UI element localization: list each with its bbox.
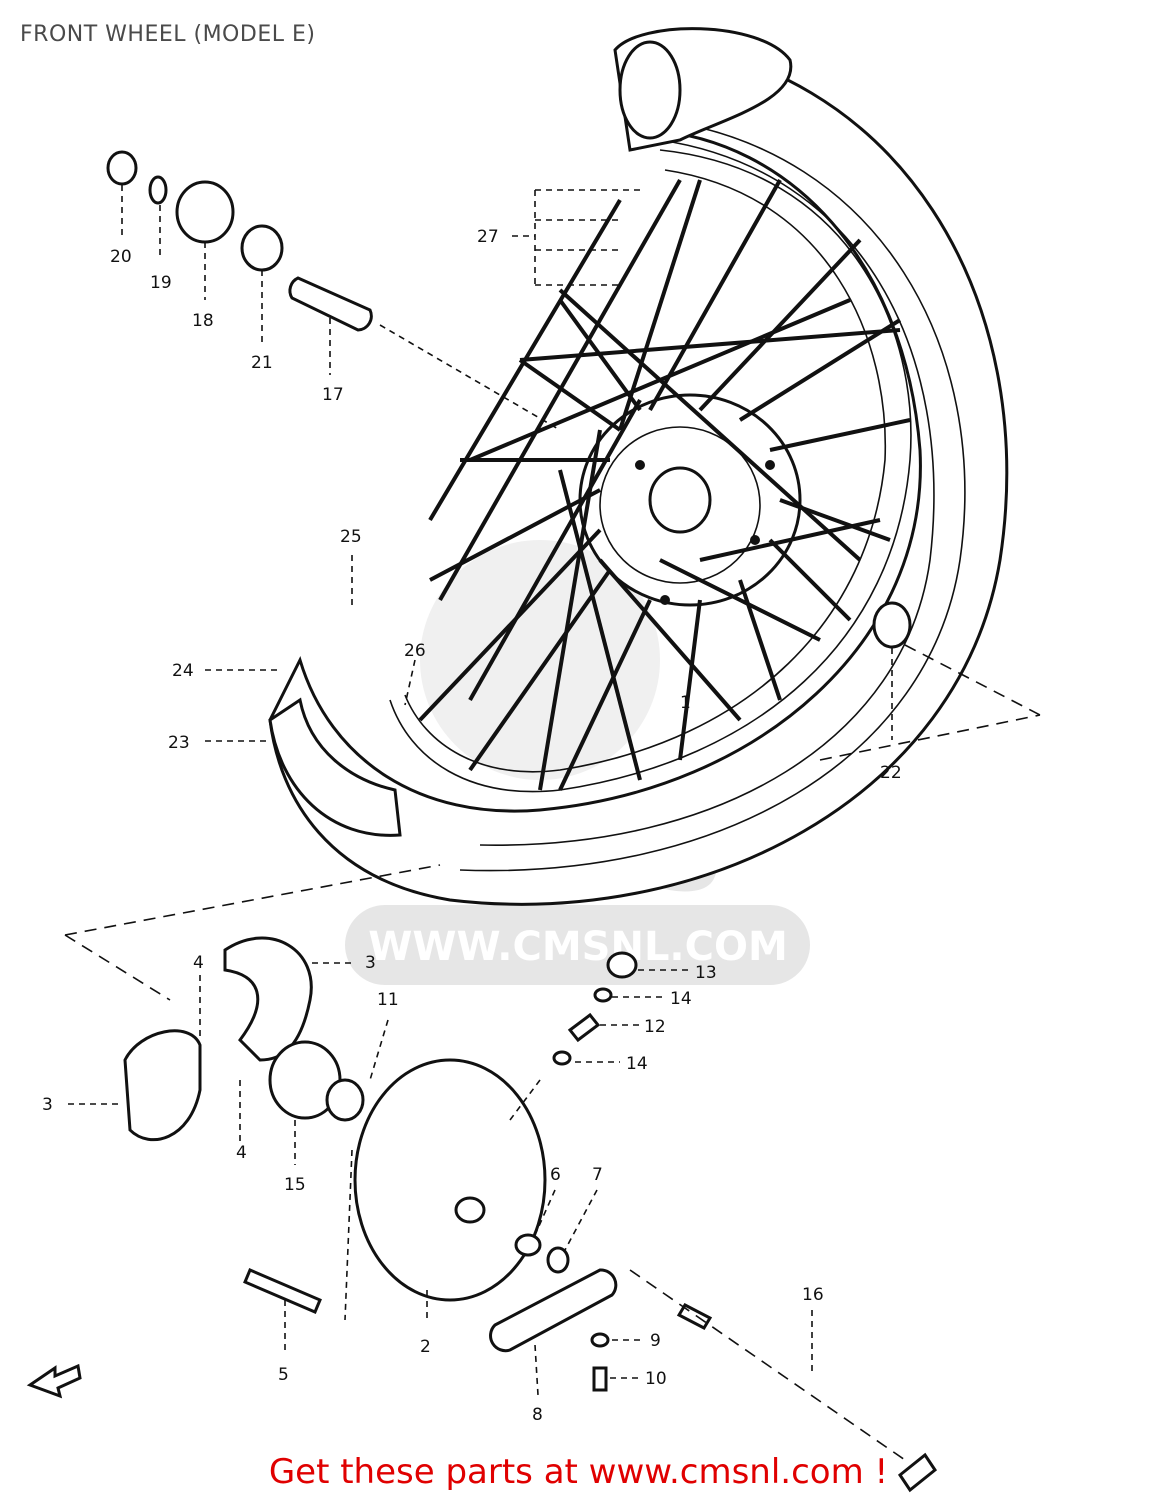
callout-4a: 4 (193, 953, 204, 973)
spacer-17 (288, 276, 373, 332)
callout-6: 6 (550, 1165, 561, 1185)
brake-panel-2 (353, 1058, 547, 1302)
bearing-22 (872, 601, 912, 649)
rim (389, 149, 912, 793)
callout-12: 12 (644, 1017, 666, 1037)
front-arrow-icon (26, 1363, 82, 1399)
leader-lines (64, 185, 1041, 1461)
callout-26: 26 (404, 641, 426, 661)
page-title: FRONT WHEEL (MODEL E) (20, 22, 316, 47)
callout-18: 18 (192, 311, 214, 331)
callout-10: 10 (645, 1369, 667, 1389)
callout-8: 8 (532, 1405, 543, 1425)
callout-24: 24 (172, 661, 194, 681)
callout-19: 19 (150, 273, 172, 293)
callout-5: 5 (278, 1365, 289, 1385)
cap-13 (606, 951, 638, 979)
axle-nut-20 (106, 150, 138, 186)
axle-16-nut (897, 1452, 938, 1493)
callout-3a: 3 (365, 953, 376, 973)
callout-11: 11 (377, 990, 399, 1010)
brake-parts (123, 936, 938, 1493)
callout-17: 17 (322, 385, 344, 405)
washer-6 (514, 1233, 542, 1257)
callout-1: 1 (680, 693, 691, 713)
callout-14b: 14 (626, 1054, 648, 1074)
callout-14a: 14 (670, 989, 692, 1009)
callout-22: 22 (880, 763, 902, 783)
axle-parts (106, 150, 912, 649)
callout-labels: 1 2 3 3 3 4 4 5 6 7 8 9 10 11 12 13 14 1… (42, 227, 902, 1425)
axle-16-head (676, 1303, 713, 1330)
callout-25: 25 (340, 527, 362, 547)
callout-9: 9 (650, 1331, 661, 1351)
cam-11 (325, 1078, 365, 1122)
bolt-10 (592, 1366, 608, 1392)
callout-7: 7 (592, 1165, 603, 1185)
spokes (418, 179, 911, 791)
hub (578, 393, 802, 607)
callout-23: 23 (168, 733, 190, 753)
tire (268, 27, 1009, 906)
nut-7 (546, 1246, 570, 1274)
washer-19 (148, 175, 168, 205)
bolt-5 (243, 1268, 322, 1314)
nut-9 (590, 1332, 610, 1348)
watermark-url: WWW.CMSNL.COM (368, 924, 788, 970)
spacer-21 (240, 224, 284, 272)
callout-2: 2 (420, 1337, 431, 1357)
callout-3b: 3 (42, 1095, 53, 1115)
callout-13: 13 (695, 963, 717, 983)
callout-4b: 4 (236, 1143, 247, 1163)
callout-15: 15 (284, 1175, 306, 1195)
speedometer-gearbox-18 (175, 180, 235, 244)
callout-27: 27 (477, 227, 499, 247)
brake-shoe-lower (123, 1029, 202, 1141)
oring-14a (593, 987, 613, 1003)
oring-14b (552, 1050, 572, 1066)
plug-12 (567, 1012, 601, 1043)
get-parts-link[interactable]: Get these parts at www.cmsnl.com ! (268, 1452, 889, 1492)
callout-21: 21 (251, 353, 273, 373)
callout-16: 16 (802, 1285, 824, 1305)
lever-8 (489, 1268, 618, 1353)
callout-20: 20 (110, 247, 132, 267)
